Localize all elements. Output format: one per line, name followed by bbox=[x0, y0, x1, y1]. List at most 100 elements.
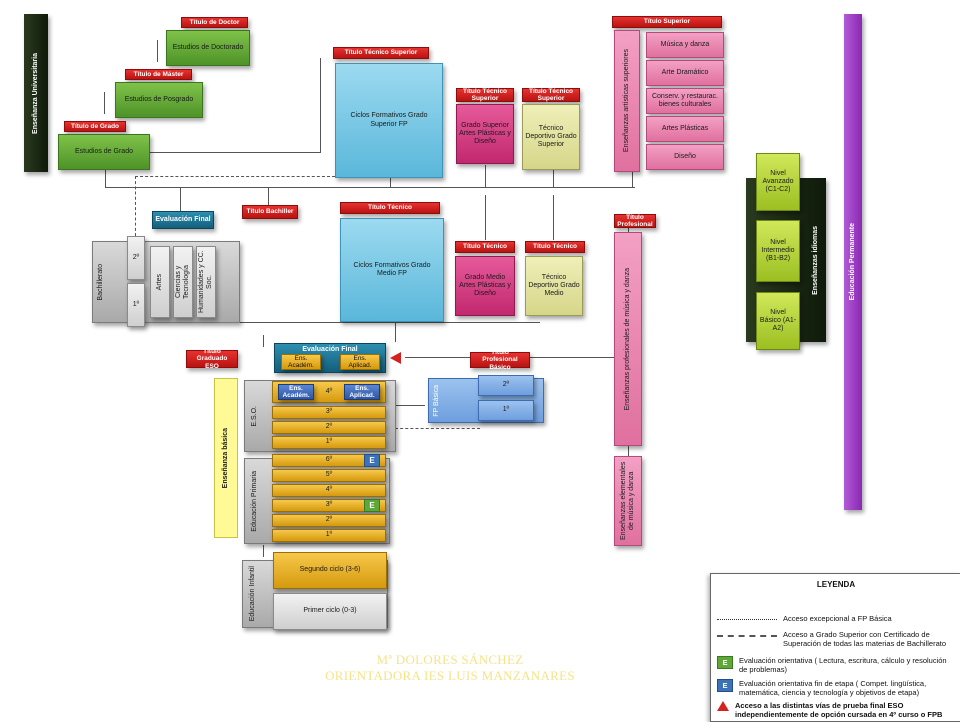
connector bbox=[485, 195, 486, 240]
artes-ts-title: Título Técnico Superior bbox=[456, 88, 514, 102]
connector bbox=[553, 195, 554, 240]
idiomas-intermedio-box[interactable]: Nivel Intermedio (B1-B2) bbox=[756, 220, 800, 282]
eso-label: E.S.O. bbox=[251, 405, 258, 427]
artisticas-elementales-column[interactable]: Enseñanzas elementales de música y danza bbox=[614, 456, 642, 546]
legend-dashed-line bbox=[717, 635, 777, 637]
infantil-segundo-ciclo[interactable]: Segundo ciclo (3-6) bbox=[273, 552, 387, 589]
bachillerato-titulo: Título Bachiller bbox=[242, 205, 298, 219]
bachillerato-modalidad-label: Artes bbox=[155, 273, 163, 291]
doctor-title: Título de Doctor bbox=[181, 17, 248, 28]
legend-title: LEYENDA bbox=[816, 580, 856, 589]
basica-column: Enseñanza básica bbox=[214, 378, 238, 538]
doctorado-box[interactable]: Estudios de Doctorado bbox=[166, 30, 250, 66]
bachillerato-modalidad-label: Ciencias y Tecnología bbox=[174, 265, 190, 299]
artes-medio-box[interactable]: Grado Medio Artes Plásticas y Diseño bbox=[455, 256, 515, 316]
author-name: Mª DOLORES SÁNCHEZ bbox=[376, 652, 524, 667]
grado-box[interactable]: Estudios de Grado bbox=[58, 134, 150, 170]
legend-row-text: Evaluación orientativa ( Lectura, escrit… bbox=[739, 656, 947, 674]
idiomas-basico-box[interactable]: Nivel Básico (A1-A2) bbox=[756, 292, 800, 350]
legend-triangle-icon bbox=[717, 701, 729, 711]
artisticas-profesional-label: Enseñanzas profesionales de música y dan… bbox=[623, 267, 631, 411]
legend-row: E Evaluación orientativa fin de etapa ( … bbox=[717, 679, 957, 697]
primaria-year[interactable]: 1º bbox=[272, 529, 386, 542]
legend-row-text: Acceso a Grado Superior con Certificado … bbox=[783, 630, 947, 648]
university-column-label: Enseñanza Universitaria bbox=[31, 52, 39, 134]
artisticas-profesional-column[interactable]: Enseñanzas profesionales de música y dan… bbox=[614, 232, 642, 446]
bachillerato-evaluacion: Evaluación Final bbox=[152, 211, 214, 229]
author-credit: Mª DOLORES SÁNCHEZ ORIENTADORA IES LUIS … bbox=[300, 652, 600, 685]
legend-row-text: Acceso a las distintas vías de prueba fi… bbox=[735, 701, 943, 719]
legend-dotted-line bbox=[717, 619, 777, 620]
posgrado-box[interactable]: Estudios de Posgrado bbox=[115, 82, 203, 118]
connector bbox=[105, 170, 106, 188]
bachillerato-year-1[interactable]: 1º bbox=[127, 283, 145, 327]
fp-basica-year-1[interactable]: 1º bbox=[478, 400, 534, 421]
legend-row: Acceso a Grado Superior con Certificado … bbox=[717, 630, 957, 648]
deporte-superior-box[interactable]: Técnico Deportivo Grado Superior bbox=[522, 104, 580, 170]
permanente-label: Educación Permanente bbox=[848, 223, 856, 301]
artistica-item[interactable]: Diseño bbox=[646, 144, 724, 170]
eso-ens-acad[interactable]: Ens. Académ. bbox=[278, 384, 314, 400]
artistica-item[interactable]: Música y danza bbox=[646, 32, 724, 58]
connector bbox=[180, 188, 181, 213]
fp-profesional-basico-title: Título Profesional Básico bbox=[470, 349, 530, 371]
primaria-year[interactable]: 5º bbox=[272, 469, 386, 482]
fp-basica-year-2[interactable]: 2º bbox=[478, 375, 534, 396]
connector bbox=[263, 545, 264, 557]
bachillerato-modalidad[interactable]: Humanidades y CC. Soc. bbox=[196, 246, 216, 318]
connector bbox=[105, 187, 635, 188]
connector bbox=[320, 58, 321, 153]
legend-row: E Evaluación orientativa ( Lectura, escr… bbox=[717, 656, 957, 674]
connector bbox=[485, 165, 486, 188]
eso-titulo: Título Graduado ESO bbox=[186, 348, 238, 370]
idiomas-avanzado-box[interactable]: Nivel Avanzado (C1-C2) bbox=[756, 153, 800, 211]
legend-row: Acceso a las distintas vías de prueba fi… bbox=[717, 701, 957, 719]
artistica-item[interactable]: Arte Dramático bbox=[646, 60, 724, 86]
artisticas-column-label: Enseñanzas artísticas superiores bbox=[622, 49, 630, 153]
connector bbox=[395, 322, 396, 342]
connector bbox=[553, 170, 554, 188]
fp-grado-superior-box[interactable]: Ciclos Formativos Grado Superior FP bbox=[335, 63, 443, 178]
bachillerato-label: Bachillerato bbox=[97, 263, 104, 301]
infantil-primer-ciclo[interactable]: Primer ciclo (0-3) bbox=[273, 593, 387, 630]
legend-blue-e-icon: E bbox=[717, 679, 733, 692]
primaria-year[interactable]: 2º bbox=[272, 514, 386, 527]
dotted-connector bbox=[135, 176, 335, 177]
eso-eval-ens-acad: Ens. Académ. bbox=[281, 354, 321, 370]
fp-tecnico-superior-title: Título Técnico Superior bbox=[333, 47, 429, 59]
fp-grado-medio-box[interactable]: Ciclos Formativos Grado Medio FP bbox=[340, 218, 444, 322]
connector bbox=[628, 222, 629, 234]
fp-basica-label: FP Básica bbox=[433, 384, 440, 417]
evaluacion-fin-etapa-badge: E bbox=[364, 454, 380, 467]
legend: LEYENDA Acceso excepcional a FP Básica A… bbox=[710, 573, 960, 722]
eso-year-2[interactable]: 2º bbox=[272, 421, 386, 434]
eso-year-3[interactable]: 3º bbox=[272, 406, 386, 419]
artes-superior-box[interactable]: Grado Superior Artes Plásticas y Diseño bbox=[456, 104, 514, 164]
eso-ens-aplic[interactable]: Ens. Aplicad. bbox=[344, 384, 380, 400]
bachillerato-year-2[interactable]: 2º bbox=[127, 236, 145, 280]
permanente-column[interactable]: Educación Permanente bbox=[844, 14, 862, 510]
artisticas-elementales-label: Enseñanzas elementales de música y danza bbox=[619, 461, 635, 541]
bachillerato-modalidad[interactable]: Artes bbox=[150, 246, 170, 318]
primaria-year[interactable]: 3º bbox=[272, 499, 386, 512]
connector bbox=[150, 152, 320, 153]
deporte-medio-box[interactable]: Técnico Deportivo Grado Medio bbox=[525, 256, 583, 316]
deporte-t-title: Título Técnico bbox=[525, 241, 585, 253]
artistica-item[interactable]: Conserv. y restaurac. bienes culturales bbox=[646, 88, 724, 114]
master-title: Título de Máster bbox=[125, 69, 192, 80]
primaria-year[interactable]: 6º bbox=[272, 454, 386, 467]
artisticas-title: Título Superior bbox=[612, 16, 722, 28]
artes-t-title: Título Técnico bbox=[455, 241, 515, 253]
connector bbox=[104, 92, 105, 114]
eso-year-label: 4º bbox=[325, 387, 333, 395]
connector bbox=[632, 172, 633, 188]
idiomas-column-label: Enseñanzas idiomas bbox=[811, 225, 819, 295]
connector bbox=[150, 322, 540, 323]
eso-year-1[interactable]: 1º bbox=[272, 436, 386, 449]
bachillerato-modalidad[interactable]: Ciencias y Tecnología bbox=[173, 246, 193, 318]
deporte-ts-title: Título Técnico Superior bbox=[522, 88, 580, 102]
eso-eval-ens-aplic: Ens. Aplicad. bbox=[340, 354, 380, 370]
primaria-year[interactable]: 4º bbox=[272, 484, 386, 497]
artistica-item[interactable]: Artes Plásticas bbox=[646, 116, 724, 142]
legend-green-e-icon: E bbox=[717, 656, 733, 669]
